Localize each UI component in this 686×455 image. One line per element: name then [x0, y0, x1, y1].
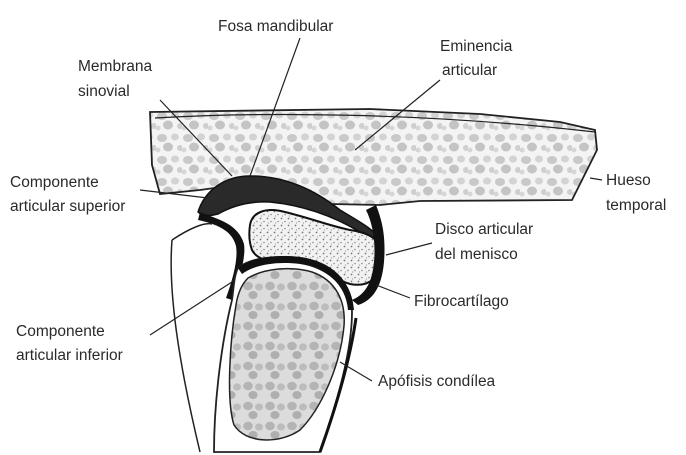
- label-comp-inferior-line1: Componente: [16, 322, 105, 342]
- label-fosa-mandibular: Fosa mandibular: [218, 17, 333, 37]
- label-membrana-line2: sinovial: [78, 82, 130, 102]
- label-comp-superior-line1: Componente: [10, 173, 99, 193]
- label-disco-line1: Disco articular: [435, 220, 533, 240]
- label-eminencia-line2: articular: [442, 61, 497, 81]
- label-hueso-line2: temporal: [606, 196, 666, 216]
- label-eminencia-line1: Eminencia: [440, 37, 512, 57]
- label-comp-inferior-line2: articular inferior: [16, 346, 123, 366]
- label-comp-superior-line2: articular superior: [10, 197, 125, 217]
- label-membrana-line1: Membrana: [78, 57, 152, 77]
- label-apofisis-condilea: Apófisis condílea: [378, 372, 495, 392]
- label-hueso-line1: Hueso: [606, 171, 651, 191]
- label-fibrocartilago: Fibrocartílago: [414, 292, 509, 312]
- label-disco-line2: del menisco: [435, 245, 518, 265]
